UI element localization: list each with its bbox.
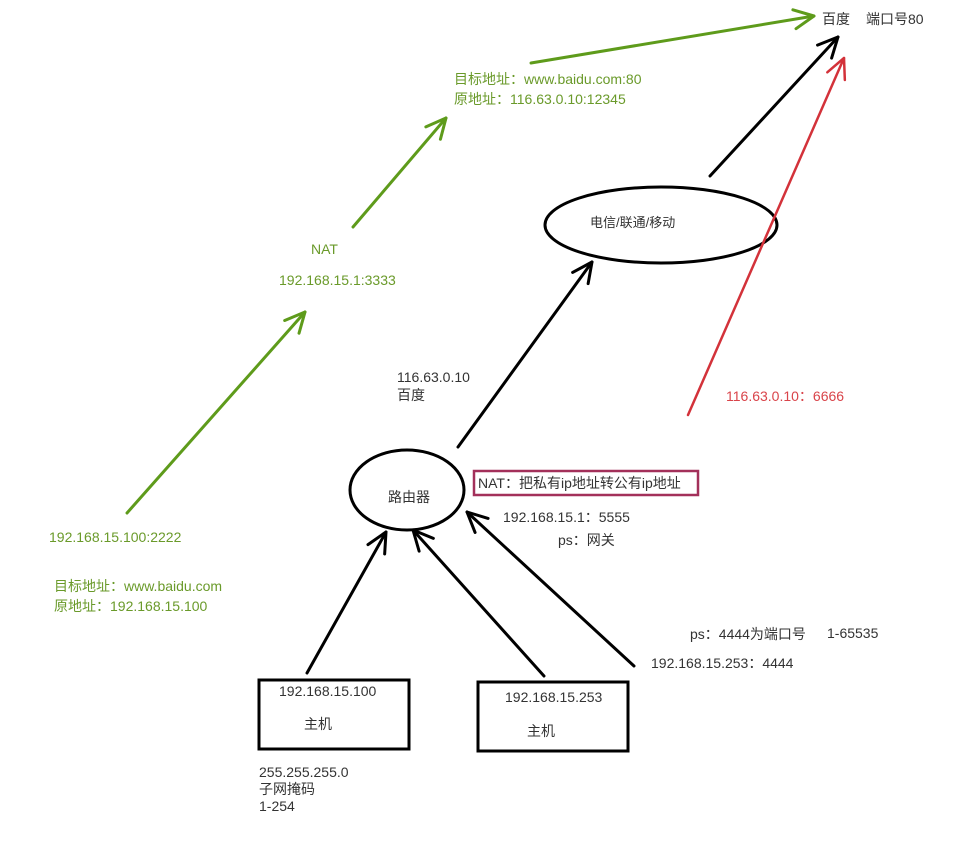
green-arrow-nat-to-public [351, 116, 448, 229]
arrow-host2port-to-router-head-icon [465, 510, 490, 534]
baidu-name: 百度 [822, 11, 850, 27]
router-isp-ip: 116.63.0.10 [397, 369, 470, 385]
host1-label: 主机 [304, 716, 332, 732]
nat-addr: 192.168.15.1:3333 [279, 272, 396, 288]
green-arrow-source-to-nat [125, 310, 307, 515]
isp-node[interactable] [543, 185, 779, 265]
red-path-label: 116.63.0.10：6666 [726, 388, 845, 404]
port-range: 1-65535 [827, 625, 879, 641]
router-label: 路由器 [388, 489, 430, 505]
host2-label: 主机 [527, 723, 555, 739]
arrow-host2-to-router-line [411, 528, 546, 678]
host2-port: 192.168.15.253：4444 [651, 655, 794, 671]
green-arrow-public-to-baidu [529, 8, 816, 65]
green-arrow-public-to-baidu-head-icon [791, 8, 816, 31]
nat-title: NAT [311, 241, 338, 257]
router-isp-name: 百度 [397, 387, 425, 403]
baidu-port: 端口号80 [866, 11, 924, 27]
red-arrow-to-baidu-head-icon [826, 56, 847, 82]
red-arrow-to-baidu-line [686, 56, 846, 417]
host1-box[interactable] [257, 678, 411, 751]
source-orig-addr: 原地址：192.168.15.100 [54, 598, 208, 614]
green-arrow-source-to-nat-line [125, 310, 307, 515]
green-arrow-nat-to-public-line [351, 116, 448, 229]
arrow-isp-to-baidu [708, 35, 840, 178]
green-arrow-nat-to-public-head-icon [424, 116, 448, 141]
arrow-host2port-to-router-line [465, 510, 636, 668]
gateway-note: ps：网关 [558, 532, 615, 548]
green-arrow-public-to-baidu-line [529, 14, 816, 65]
arrow-host2-to-router-head-icon [411, 528, 435, 553]
public-orig-addr: 原地址：116.63.0.10:12345 [454, 91, 626, 107]
arrow-host2-to-router [411, 528, 546, 678]
nat-note-box [472, 469, 700, 497]
nat-note: NAT：把私有ip地址转公有ip地址 [478, 475, 681, 491]
arrow-router-to-isp [456, 260, 594, 449]
subnet-mask-label: 子网掩码 [259, 781, 315, 797]
port-note: ps：4444为端口号 [690, 626, 806, 642]
public-dest-addr: 目标地址：www.baidu.com:80 [454, 71, 642, 87]
green-arrow-source-to-nat-head-icon [283, 310, 307, 335]
source-addr: 192.168.15.100:2222 [49, 529, 182, 545]
arrow-isp-to-baidu-head-icon [816, 35, 840, 60]
arrow-host1-to-router [305, 530, 388, 675]
arrow-host2port-to-router [465, 510, 636, 668]
subnet-mask: 255.255.255.0 [259, 764, 349, 780]
arrow-host1-to-router-head-icon [366, 530, 388, 556]
arrow-host1-to-router-line [305, 530, 388, 675]
arrow-isp-to-baidu-line [708, 35, 840, 178]
isp-label: 电信/联通/移动 [590, 215, 676, 230]
host2-box[interactable] [476, 680, 630, 753]
router-node[interactable] [348, 448, 466, 532]
gateway-ip: 192.168.15.1：5555 [503, 509, 630, 525]
arrow-router-to-isp-head-icon [571, 260, 594, 286]
source-dest-addr: 目标地址：www.baidu.com [54, 578, 223, 594]
red-arrow-to-baidu [686, 56, 847, 417]
host2-ip: 192.168.15.253 [505, 689, 603, 705]
host1-ip: 192.168.15.100 [279, 683, 377, 699]
host-range: 1-254 [259, 798, 295, 814]
arrow-router-to-isp-line [456, 260, 594, 449]
